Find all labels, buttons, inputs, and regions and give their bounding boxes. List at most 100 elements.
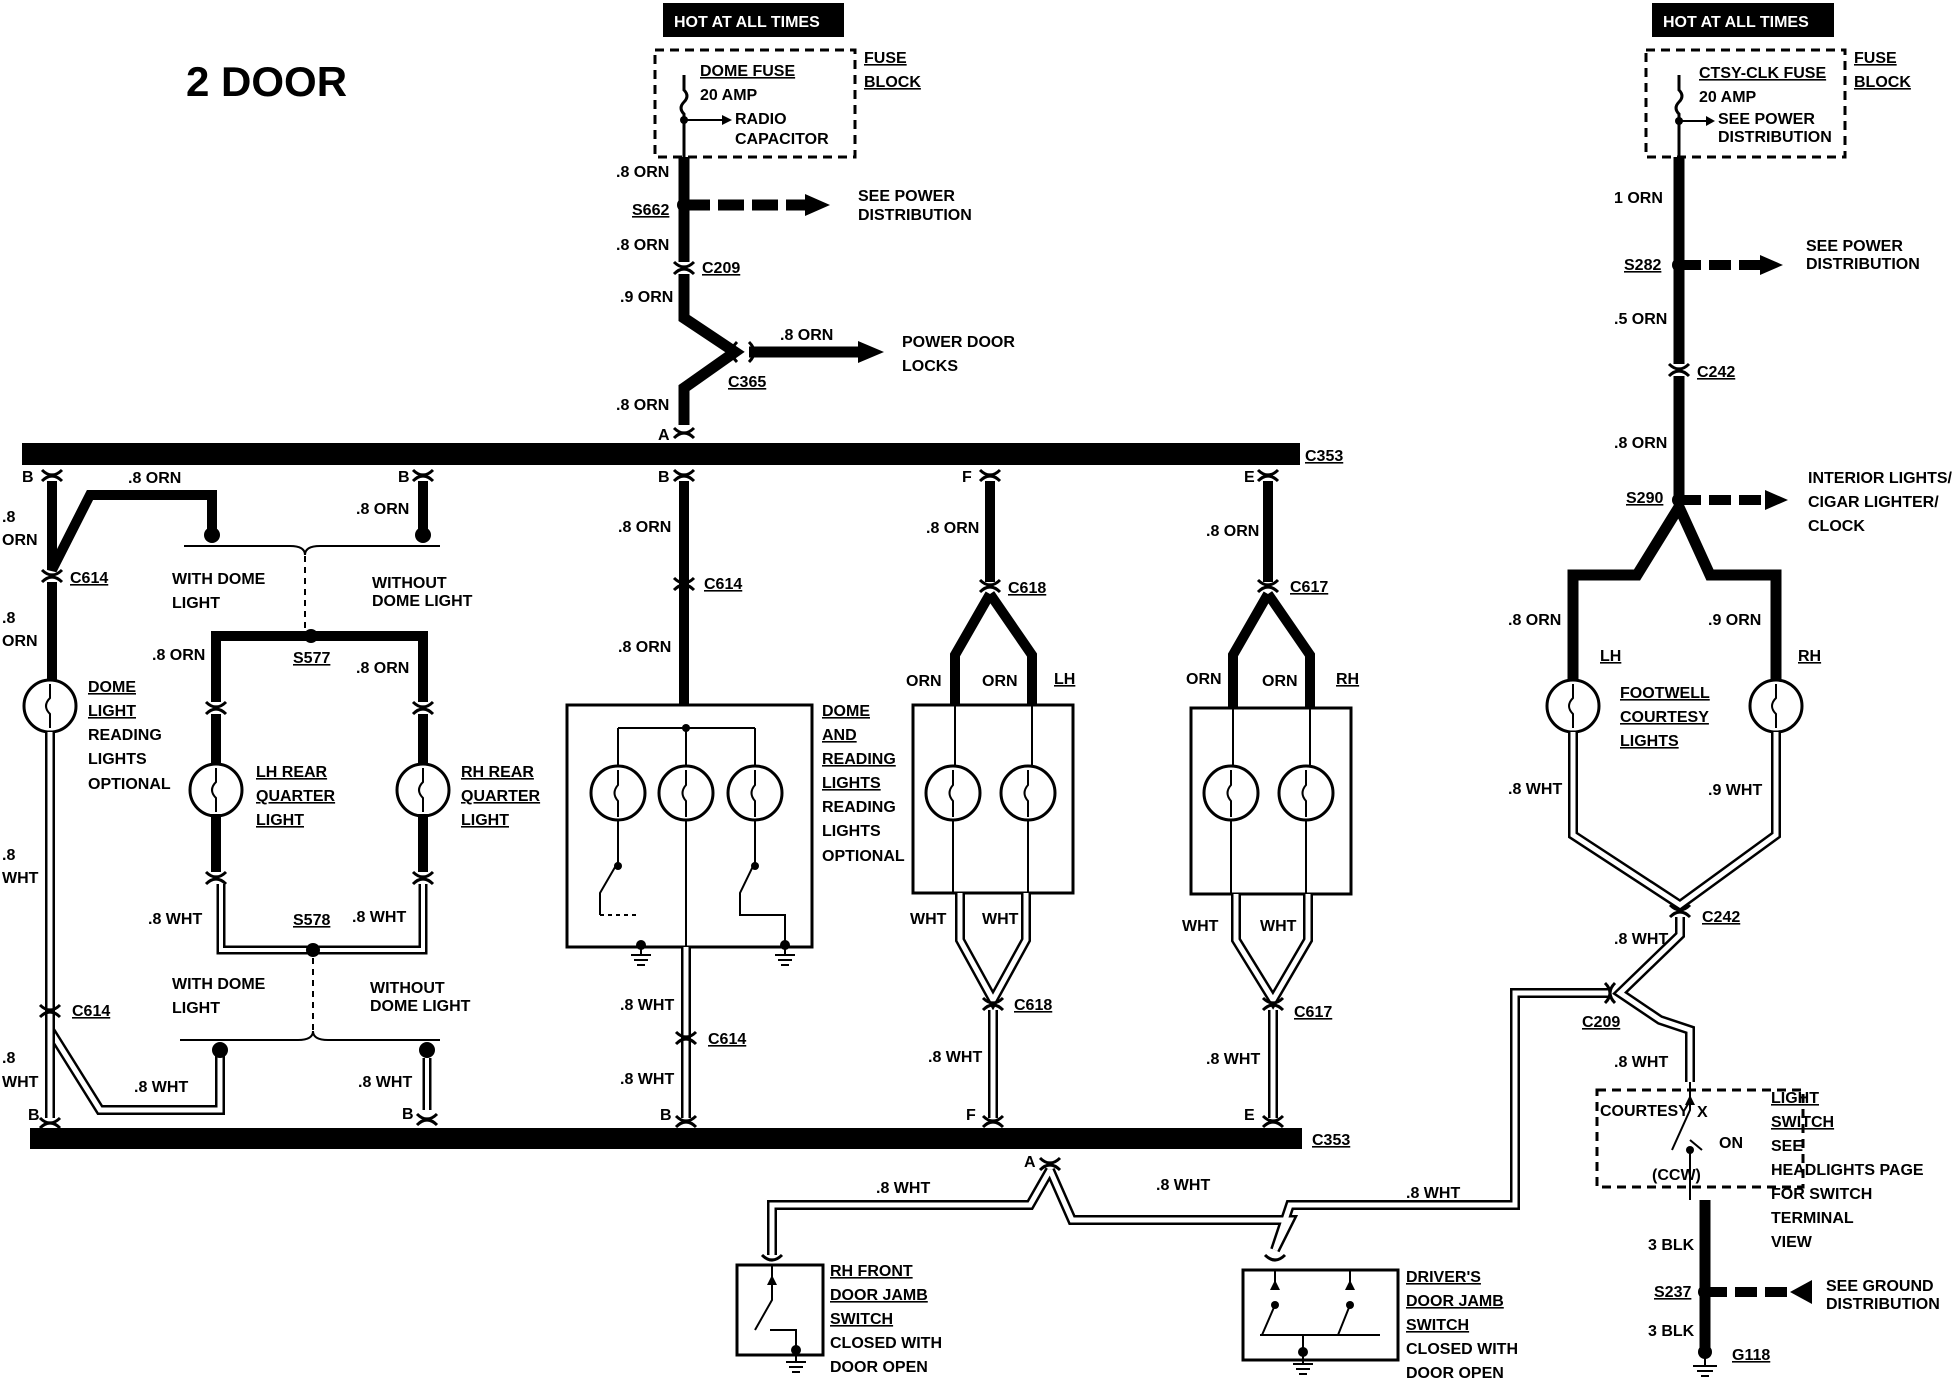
dome-reading-light-box [565,703,814,949]
dome-reading-label-5: READING [822,799,896,816]
ctsy-see-power-2: DISTRIBUTION [1718,129,1832,146]
connector-e-top [1256,468,1280,483]
splice-s290-label: S290 [1626,490,1663,507]
with-dome-bottom-1: WITH DOME [172,976,266,993]
with-dome-node-2 [212,1042,228,1058]
lh-door-label: LH [1054,671,1075,688]
lh-door-wht-converge-inner [957,893,1029,1006]
connector-rh-rear-top [411,700,435,716]
footwell-label-1: FOOTWELL [1620,685,1710,702]
connector-b5-top [672,468,696,483]
wire-label-08orn-c: .8 ORN [780,327,833,344]
light-switch-arrow [1685,1095,1695,1105]
splice-s578-label: S578 [293,912,330,929]
see-ground-arrow [1790,1280,1812,1304]
see-ground-2: DISTRIBUTION [1826,1296,1940,1313]
wire-label-08orn-m: .8 ORN [1614,435,1667,452]
rh-door-wht-2: WHT [1260,918,1297,935]
lh-door-split [950,591,1037,705]
wire-label-08orn-h: .8 ORN [356,660,409,677]
pin-e-top: E [1244,469,1255,486]
driver-jamb-label-4: CLOSED WITH [1406,1341,1518,1358]
rh-door-orn-1: ORN [1186,671,1222,688]
see-power-dist-right-1: SEE POWER [1806,238,1903,255]
without-dome-top-1: WITHOUT [372,575,447,592]
wire-label-08-left-b: .8 [2,610,15,627]
lh-door-internal [948,705,1033,893]
radio-label: RADIO [735,111,787,128]
lh-door-wht-converge [955,893,1031,1011]
driver-jamb-label-5: DOOR OPEN [1406,1365,1504,1382]
wire-label-3blk-b: 3 BLK [1648,1323,1695,1340]
connector-c614-left-top-label: C614 [70,570,108,587]
light-switch-label-3: SEE [1771,1138,1803,1155]
pin-b-5: B [658,469,670,486]
ground-g118-symbol [1693,1358,1717,1377]
wire-label-08orn-i: .8 ORN [618,519,671,536]
hot-at-all-times-label-left [663,3,844,37]
rh-front-jamb-arrow [767,1275,777,1285]
splice-s237-label: S237 [1654,1284,1691,1301]
dome-reading-ground-symbols [631,945,795,966]
interior-lights-arrow [1765,490,1788,510]
wire-label-08orn-l: .8 ORN [1206,523,1259,540]
wire-label-08wht-e: .8 WHT [620,997,674,1014]
dome-reading-label-4: LIGHTS [822,775,881,792]
dome-fuse-amp: 20 AMP [700,87,758,104]
lh-door-orn-2: ORN [982,673,1018,690]
fuse-block-label-2: BLOCK [864,74,921,91]
ctsy-clk-fuse-block [1644,48,1847,159]
wire-label-08wht-f: .8 WHT [620,1071,674,1088]
reading-switch-right-pivot [751,862,759,870]
connector-b-bottom-1 [38,1116,62,1130]
connector-c618-top [978,578,1002,594]
interior-lights-2: CIGAR LIGHTER/ [1808,494,1939,511]
connector-c209-label: C209 [702,260,740,277]
lh-rear-label-2: QUARTER [256,788,336,805]
splice-s662-label: S662 [632,202,669,219]
dome-light-label-4: LIGHTS [88,751,147,768]
connector-c618-top-label: C618 [1008,580,1046,597]
drivers-jamb-arrow-1 [1270,1280,1280,1290]
rh-door-internal [1226,708,1311,894]
footwell-split [1567,504,1782,680]
right-fuse-block-2: BLOCK [1854,74,1911,91]
rh-door-courtesy-box [1189,706,1353,896]
connector-c617-top-label: C617 [1290,579,1328,596]
pin-a-bottom: A [1024,1154,1036,1171]
connector-c242-bottom [1668,903,1692,919]
footwell-label-3: LIGHTS [1620,733,1679,750]
footwell-rh-label: RH [1798,648,1821,665]
power-door-locks-1: POWER DOOR [902,334,1015,351]
rh-jamb-label-1: RH FRONT [830,1263,913,1280]
connector-c209-right-label: C209 [1582,1014,1620,1031]
light-switch-on: ON [1719,1135,1743,1152]
ctsy-clk-fuse-label: CTSY-CLK FUSE [1699,65,1826,82]
dome-light-wht-wire-inner [47,732,223,1113]
wire-label-08wht-l: .8 WHT [1508,781,1562,798]
bus-c353-top-label: C353 [1305,448,1343,465]
dome-reading-filaments [613,770,756,817]
connector-c242-top-label: C242 [1697,364,1735,381]
see-power-dist-left-2: DISTRIBUTION [858,207,972,224]
connector-c614-left-top [40,568,64,584]
wire-label-08-left-c: .8 [2,847,15,864]
rh-jamb-label-5: DOOR OPEN [830,1359,928,1376]
diagram-title: 2 DOOR [186,58,347,105]
dome-reading-internal-lower [599,820,786,947]
driver-jamb-label-2: DOOR JAMB [1406,1293,1504,1310]
driver-jamb-label-1: DRIVER'S [1406,1269,1481,1286]
fuse-block-label-1: FUSE [864,50,907,67]
rh-rear-label-3: LIGHT [461,812,509,829]
dome-light-filament [45,684,51,728]
wire-label-08orn-b: .8 ORN [616,237,669,254]
light-switch-label-4: HEADLIGHTS PAGE [1771,1162,1924,1179]
bus-c353-top [22,443,1300,465]
lh-door-wht-2: WHT [982,911,1019,928]
connector-a-bottom [1038,1156,1062,1172]
wire-label-08wht-j: .8 WHT [1156,1177,1210,1194]
wire-label-08wht-b: .8 WHT [148,911,202,928]
pin-b-4: B [402,1106,414,1123]
dome-reading-label-1: DOME [822,703,870,720]
